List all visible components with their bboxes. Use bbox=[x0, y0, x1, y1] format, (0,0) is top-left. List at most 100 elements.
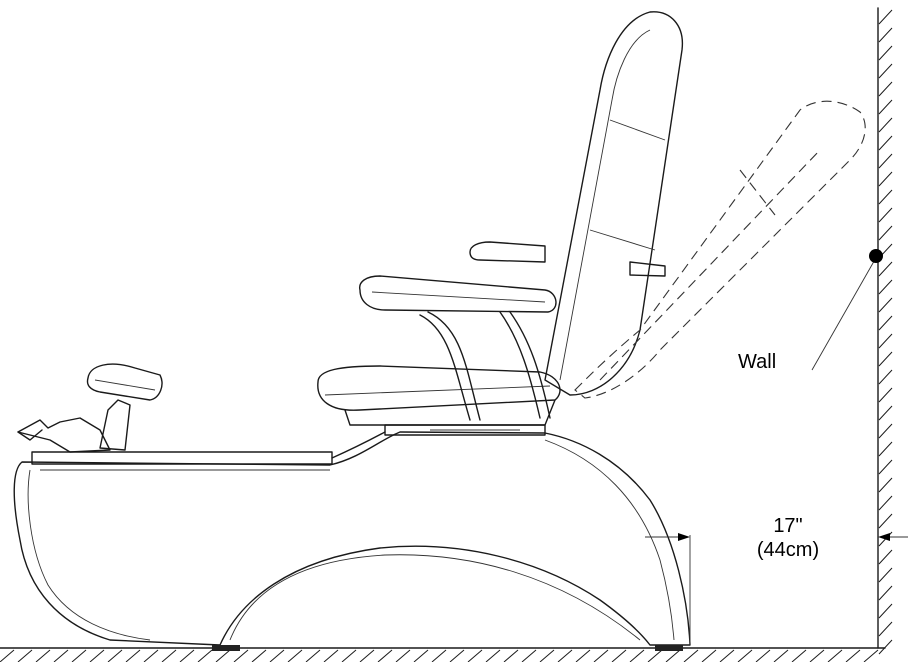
wall-hatch-line bbox=[878, 81, 893, 97]
floor-hatch-line bbox=[395, 649, 411, 663]
floor-hatch-line bbox=[575, 649, 591, 663]
wall-hatch-line bbox=[878, 333, 893, 349]
floor-hatch-line bbox=[665, 649, 681, 663]
floor-hatch-line bbox=[611, 649, 627, 663]
wall-hatch-line bbox=[878, 9, 893, 25]
floor-hatch-line bbox=[809, 649, 825, 663]
wall-hatch-line bbox=[878, 315, 893, 331]
floor-hatch-line bbox=[89, 649, 105, 663]
chair-base bbox=[13, 424, 691, 651]
backrest-upright bbox=[544, 11, 684, 396]
floor-hatch-line bbox=[71, 649, 87, 663]
floor-hatch-line bbox=[17, 649, 33, 663]
floor-hatch-line bbox=[125, 649, 141, 663]
floor-hatching bbox=[0, 649, 879, 663]
wall-label: Wall bbox=[738, 351, 776, 373]
floor-hatch-line bbox=[755, 649, 771, 663]
wall-hatch-line bbox=[878, 405, 893, 421]
reclined-shell bbox=[574, 100, 866, 399]
floor-hatch-line bbox=[791, 649, 807, 663]
floor-hatch-line bbox=[251, 649, 267, 663]
floor-hatch-line bbox=[53, 649, 69, 663]
wall-callout: Wall bbox=[738, 249, 883, 373]
floor-hatch-line bbox=[161, 649, 177, 663]
floor-hatch-line bbox=[719, 649, 735, 663]
wall-hatch-line bbox=[878, 459, 893, 475]
seat-seam bbox=[324, 385, 551, 396]
floor-hatch-line bbox=[467, 649, 483, 663]
floor-hatch-line bbox=[0, 649, 15, 663]
wall-hatch-line bbox=[878, 603, 893, 619]
faucet-body bbox=[17, 417, 111, 453]
seat-base bbox=[344, 399, 556, 426]
floor-hatch-line bbox=[341, 649, 357, 663]
floor-hatch-line bbox=[359, 649, 375, 663]
base-rear-contour bbox=[544, 439, 675, 641]
clearance-cm-label: (44cm) bbox=[757, 539, 819, 561]
base-arch-inner bbox=[229, 554, 641, 641]
backrest-mid-seam bbox=[589, 229, 656, 251]
wall-leader-line bbox=[811, 255, 878, 371]
floor-hatch-line bbox=[431, 649, 447, 663]
wall-hatch-line bbox=[878, 513, 893, 529]
wall-hatch-line bbox=[878, 441, 893, 457]
wall-hatch-line bbox=[878, 279, 893, 295]
floor-hatch-line bbox=[503, 649, 519, 663]
armrest-rear-leg-inner bbox=[509, 311, 551, 419]
footrest-pad-seam bbox=[94, 379, 156, 391]
wall-hatch-line bbox=[878, 189, 893, 205]
wall-hatch-line bbox=[878, 297, 893, 313]
faucet-sprayer bbox=[17, 363, 163, 453]
floor-hatch-line bbox=[215, 649, 231, 663]
floor-hatch-line bbox=[863, 649, 879, 663]
floor-hatch-line bbox=[647, 649, 663, 663]
seat-cushion bbox=[317, 365, 561, 411]
wall-hatch-line bbox=[878, 387, 893, 403]
floor-hatch-line bbox=[701, 649, 717, 663]
arrow-head-right bbox=[878, 533, 890, 541]
floor-hatch-line bbox=[629, 649, 645, 663]
backrest-shell bbox=[544, 11, 684, 396]
floor-hatch-line bbox=[323, 649, 339, 663]
floor-hatch-line bbox=[593, 649, 609, 663]
armrest-front-leg-inner bbox=[427, 311, 481, 421]
backrest-headrest-seam bbox=[609, 119, 666, 141]
floor-hatch-line bbox=[197, 649, 213, 663]
clearance-dimension: 17" (44cm) bbox=[645, 515, 908, 645]
arrow-head-left bbox=[678, 533, 690, 541]
armrest-pad bbox=[359, 275, 557, 313]
backrest-front-seam bbox=[559, 29, 651, 381]
floor-hatch-line bbox=[539, 649, 555, 663]
floor-hatch-line bbox=[683, 649, 699, 663]
floor-hatch-line bbox=[737, 649, 753, 663]
wall-hatch-line bbox=[878, 549, 893, 565]
floor-hatch-line bbox=[269, 649, 285, 663]
wall-hatch-line bbox=[878, 369, 893, 385]
wall-hatch-line bbox=[878, 63, 893, 79]
wall-leader-dot bbox=[869, 249, 883, 263]
base-inner-contour bbox=[27, 469, 151, 641]
wall-hatch-line bbox=[878, 621, 893, 637]
seat bbox=[317, 365, 561, 426]
armrest-seam bbox=[371, 291, 546, 303]
wall-hatch-line bbox=[878, 585, 893, 601]
wall-hatch-line bbox=[878, 45, 893, 61]
backrest-reclined bbox=[574, 100, 866, 399]
wall-hatch-line bbox=[878, 171, 893, 187]
wall-hatch-line bbox=[878, 567, 893, 583]
faucet-spout bbox=[17, 429, 43, 441]
floor-hatch-line bbox=[377, 649, 393, 663]
floor-hatch-line bbox=[179, 649, 195, 663]
floor-hatch-line bbox=[107, 649, 123, 663]
floor-hatch-line bbox=[845, 649, 861, 663]
floor-hatch-line bbox=[521, 649, 537, 663]
floor-hatch-line bbox=[143, 649, 159, 663]
floor bbox=[0, 647, 886, 663]
floor-hatch-line bbox=[773, 649, 789, 663]
floor-hatch-line bbox=[827, 649, 843, 663]
wall-hatch-line bbox=[878, 207, 893, 223]
wall-hatching bbox=[878, 9, 893, 655]
wall-hatch-line bbox=[878, 495, 893, 511]
floor-hatch-line bbox=[449, 649, 465, 663]
